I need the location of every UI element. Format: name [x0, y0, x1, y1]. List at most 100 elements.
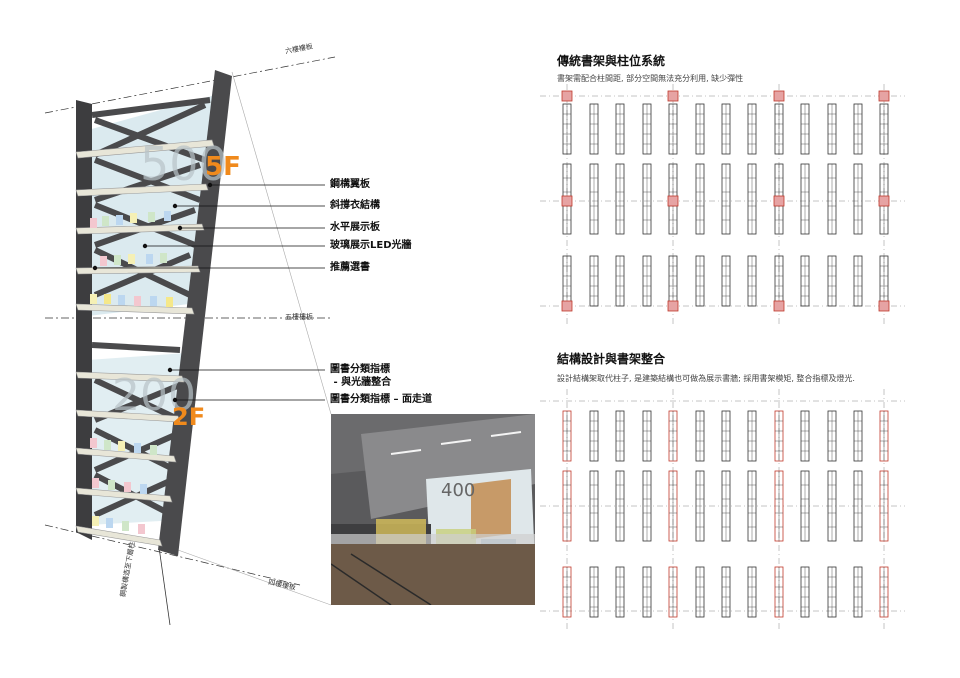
column-square — [667, 300, 679, 312]
bookshelf — [721, 255, 731, 307]
callout-signage-lightwall: 圖書分類指標 - 與光牆整合 — [330, 364, 392, 388]
column-square — [561, 195, 573, 207]
bookshelf — [562, 255, 572, 307]
bookshelf — [879, 103, 889, 155]
bookshelf — [721, 566, 731, 618]
sixth-floor-line — [44, 56, 336, 114]
bookshelf — [800, 410, 810, 462]
callout-bracing: 斜撐衣結構 — [330, 200, 380, 211]
column-square — [561, 90, 573, 102]
bookshelf — [589, 566, 599, 618]
bookshelf — [589, 103, 599, 155]
bookshelf — [721, 470, 731, 542]
bookshelf — [827, 410, 837, 462]
bookshelf — [695, 470, 705, 542]
bookshelf — [747, 410, 757, 462]
bookshelf — [615, 255, 625, 307]
bookshelf — [721, 103, 731, 155]
bookshelf — [695, 566, 705, 618]
bookshelf — [695, 103, 705, 155]
structural-shelf — [774, 566, 784, 618]
column-square — [667, 90, 679, 102]
bookshelf — [853, 163, 863, 235]
structural-shelf — [774, 470, 784, 542]
structural-shelf — [562, 410, 572, 462]
structural-shelf — [668, 410, 678, 462]
bookshelf — [853, 566, 863, 618]
callout-display-board: 水平展示板 — [330, 222, 380, 233]
fifth-floor-label: 五樓樓板 — [285, 313, 313, 321]
bookshelf — [747, 255, 757, 307]
bookshelf — [721, 410, 731, 462]
bookshelf — [800, 163, 810, 235]
bookshelf — [800, 103, 810, 155]
photo-class-number: 400 — [441, 480, 475, 501]
callout-leaders — [92, 182, 325, 403]
bookshelf — [721, 163, 731, 235]
guide-line — [177, 549, 332, 606]
bookshelf — [853, 255, 863, 307]
structural-shelf — [668, 566, 678, 618]
bookshelf — [642, 163, 652, 235]
bookshelf — [589, 255, 599, 307]
books-lower — [90, 438, 157, 534]
bookshelf — [853, 410, 863, 462]
bookshelf — [800, 566, 810, 618]
bookshelf — [800, 470, 810, 542]
bookshelf — [827, 255, 837, 307]
books-upper — [90, 211, 173, 307]
bookshelf — [668, 103, 678, 155]
column-square — [773, 195, 785, 207]
bookshelf — [642, 103, 652, 155]
bookshelf — [642, 566, 652, 618]
bookshelf — [562, 103, 572, 155]
lower-shelves — [75, 371, 185, 547]
bookshelf — [642, 255, 652, 307]
bookshelf — [615, 163, 625, 235]
bookshelf — [747, 163, 757, 235]
guide-line — [231, 71, 332, 415]
bookshelf — [615, 103, 625, 155]
structural-shelf — [879, 410, 889, 462]
bookshelf — [853, 470, 863, 542]
column-square — [878, 195, 890, 207]
column-square — [878, 90, 890, 102]
callout-steel-flange: 鋼構翼板 — [330, 179, 370, 190]
structural-shelf — [774, 410, 784, 462]
column-square — [773, 300, 785, 312]
bookshelf — [642, 470, 652, 542]
bookshelf — [747, 103, 757, 155]
lower-floor-tag: 2F — [172, 403, 205, 431]
lower-class-number: 200 — [112, 370, 196, 421]
bookshelf — [695, 410, 705, 462]
bookshelf — [853, 103, 863, 155]
panel-1-subtitle: 書架需配合柱間距, 部分空間無法充分利用, 缺少彈性 — [557, 74, 744, 83]
bookshelf — [695, 163, 705, 235]
bookshelf — [589, 470, 599, 542]
callout-recommended: 推薦選書 — [330, 262, 370, 273]
panel-2-title: 結構設計與書架整合 — [557, 352, 666, 366]
interior-rendering: 400 — [331, 414, 535, 605]
bookshelf — [695, 255, 705, 307]
bookshelf — [615, 410, 625, 462]
column-note-line — [157, 539, 171, 626]
bookshelf — [827, 470, 837, 542]
structural-shelf — [879, 470, 889, 542]
left-steel-flange — [76, 100, 92, 540]
bookshelf — [615, 470, 625, 542]
bookshelf — [827, 566, 837, 618]
upper-class-number: 500 — [140, 137, 228, 191]
bookshelf — [589, 163, 599, 235]
structural-shelf — [562, 470, 572, 542]
callout-signage-aisle: 圖書分類指標 – 面走道 — [330, 394, 432, 405]
bookshelf — [827, 163, 837, 235]
bookshelf — [827, 103, 837, 155]
bookshelf — [589, 410, 599, 462]
panel-1-title: 傳統書架與柱位系統 — [557, 54, 666, 68]
column-square — [561, 300, 573, 312]
callout-led-wall: 玻璃展示LED光牆 — [330, 240, 412, 251]
column-square — [773, 90, 785, 102]
